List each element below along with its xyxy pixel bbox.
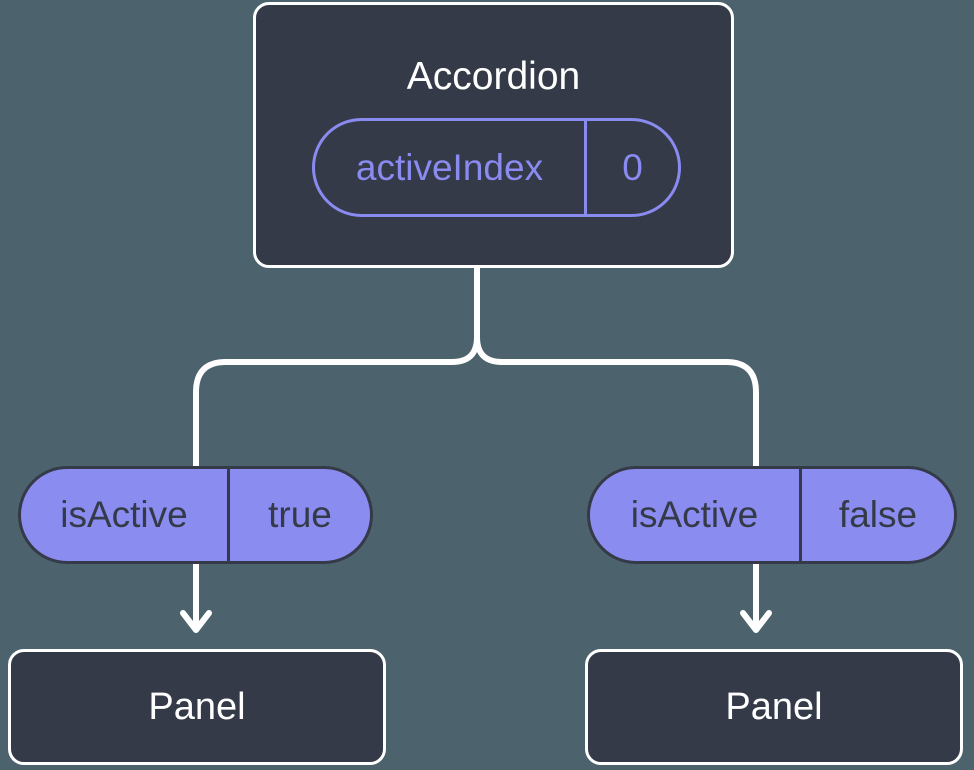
root-component-node: Accordion activeIndex 0 [253,2,734,268]
prop-value: false [838,494,918,535]
prop-name: isActive [21,469,230,561]
root-component-title: Accordion [406,55,581,98]
branch-left-line [193,263,480,630]
state-value: 0 [622,146,643,188]
child-component-node-left: Panel [8,649,386,765]
state-pill: activeIndex 0 [312,118,681,217]
branch-right-line [474,263,759,630]
prop-pill-left: isActive true [18,466,373,564]
down-arrow-icon [180,610,212,633]
prop-name: isActive [590,469,802,561]
down-arrow-icon [740,610,772,633]
prop-value: true [268,494,332,535]
prop-pill-right: isActive false [587,466,957,564]
child-component-node-right: Panel [585,649,963,765]
state-name: activeIndex [315,121,587,214]
